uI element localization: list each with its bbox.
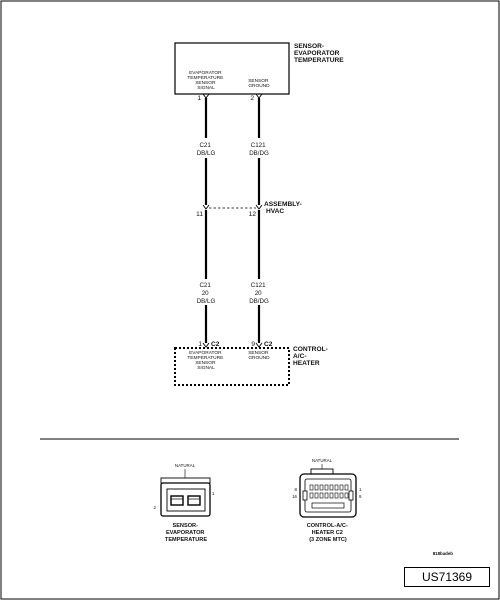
document-id-box: US71369: [404, 567, 490, 587]
sensor-pin2-number: 2: [250, 95, 254, 102]
control-module-box: [174, 347, 290, 386]
control-connector-pin-16: 16: [292, 494, 297, 499]
assembly-pin11-number: 11: [196, 211, 203, 218]
wire-label-c21-lower: C21 20 DB/LG: [197, 282, 216, 305]
control-connector-pin-1: 1: [359, 487, 362, 492]
control-pin9-number: 9: [251, 341, 255, 348]
control-pin1-terminal: [202, 342, 210, 348]
assembly-pin12-number: 12: [249, 211, 257, 218]
sensor-connector-natural-label: NATURAL: [175, 463, 196, 468]
control-pin1-number: 1: [198, 341, 202, 348]
control-connector-pin-9: 9: [359, 494, 362, 499]
control-connector-natural-label: NATURAL: [312, 458, 333, 463]
document-id: US71369: [421, 570, 473, 584]
control-pin9-terminal: [255, 342, 263, 348]
control-connector-face: [299, 468, 357, 518]
sensor-box: [174, 42, 290, 95]
wire-label-c121-lower: C121 20 DB/DG: [249, 282, 269, 305]
control-connector-pin-8: 8: [295, 487, 298, 492]
sensor-connector-pin-right: 1: [212, 491, 215, 496]
assembly-pin11-terminal: [202, 204, 210, 210]
wire-label-c21-upper: C21 DB/LG: [197, 142, 216, 157]
assembly-pin12-terminal: [255, 204, 263, 210]
control-connector-c2-right: C2: [264, 341, 273, 348]
control-pin9-function: SENSOR GROUND: [248, 350, 270, 361]
figure-code: 818badeb: [433, 551, 454, 556]
assembly-hvac-title: ASSEMBLY- HVAC: [264, 201, 304, 215]
sensor-pin2-function: SENSOR GROUND: [248, 78, 270, 89]
control-title: CONTROL- A/C- HEATER: [293, 346, 330, 367]
sensor-pin1-function: EVAPORATOR TEMPERATURE SENSOR SIGNAL: [187, 70, 224, 91]
sensor-connector-face: [160, 477, 211, 517]
sensor-connector-pin-left: 2: [154, 505, 157, 510]
sensor-connector-caption: SENSOR- EVAPORATOR TEMPERATURE: [165, 523, 207, 543]
control-pin1-function: EVAPORATOR TEMPERATURE SENSOR SIGNAL: [187, 350, 224, 371]
sensor-pin1-number: 1: [197, 95, 201, 102]
control-connector-caption: CONTROL-A/C- HEATER C2 (3 ZONE MTC): [307, 523, 350, 543]
wire-label-c121-upper: C121 DB/DG: [249, 142, 269, 157]
sensor-title: SENSOR- EVAPORATOR TEMPERATURE: [294, 43, 344, 64]
control-connector-c2-left: C2: [211, 341, 220, 348]
